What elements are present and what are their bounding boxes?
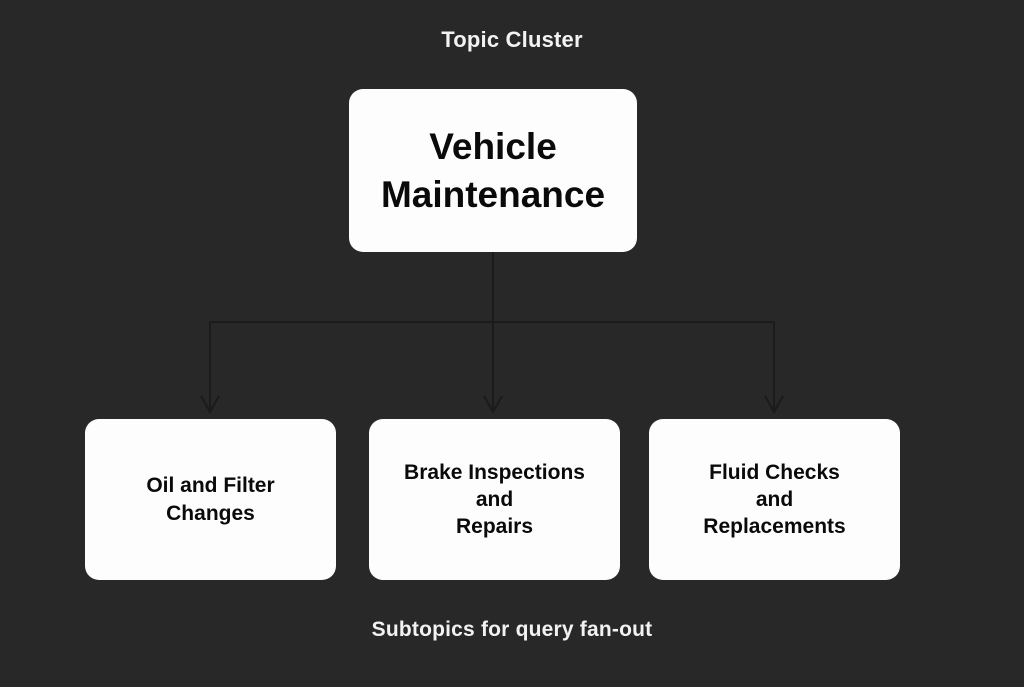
arrowhead-icon-1 — [483, 395, 503, 415]
arrowhead-icon-0 — [200, 395, 220, 415]
child-2-label-line-2: and — [755, 487, 794, 511]
node-root-vehicle-maintenance[interactable]: Vehicle Maintenance — [349, 89, 637, 252]
root-label-line-1: Vehicle — [429, 126, 557, 168]
root-label-line-2: Maintenance — [380, 173, 606, 215]
child-1-label-line-2: and — [475, 487, 514, 511]
child-2-label-line-1: Fluid Checks — [709, 460, 840, 484]
node-child-oil-and-filter-changes[interactable]: Oil and Filter Changes — [85, 419, 336, 580]
child-1-label-line-1: Brake Inspections — [404, 460, 585, 484]
diagram-title: Topic Cluster — [441, 27, 583, 52]
node-child-fluid-checks-and-replacements[interactable]: Fluid Checks and Replacements — [649, 419, 900, 580]
child-2-label-line-3: Replacements — [703, 515, 846, 539]
child-0-label-line-1: Oil and Filter — [146, 474, 275, 498]
child-1-label-line-3: Repairs — [455, 515, 534, 539]
node-child-brake-inspections-and-repairs[interactable]: Brake Inspections and Repairs — [369, 419, 620, 580]
child-0-label-line-2: Changes — [166, 501, 255, 525]
diagram-footer-caption: Subtopics for query fan-out — [371, 618, 653, 641]
arrowhead-icon-2 — [764, 395, 784, 415]
